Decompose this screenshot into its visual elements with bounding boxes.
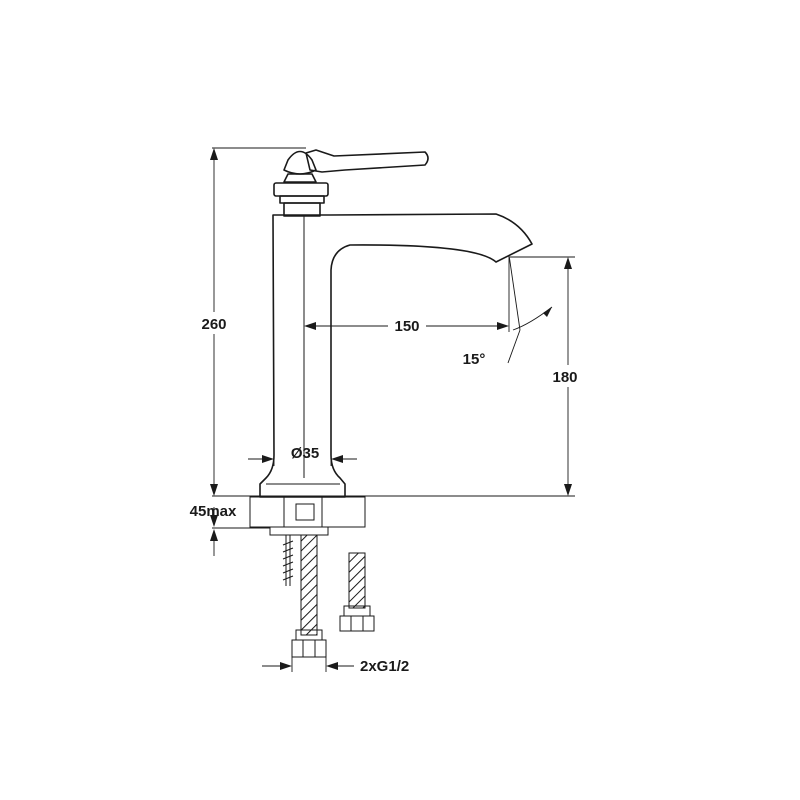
dimension-connection: 2xG1/2: [262, 657, 409, 675]
dimension-counter-thickness: 45max: [190, 503, 270, 556]
dimension-spout-height: 180: [510, 256, 586, 496]
countertop: [249, 496, 366, 528]
lever-handle: [273, 149, 429, 217]
spout-angle-label: 15°: [463, 351, 486, 368]
counter-thickness-label: 45max: [190, 503, 237, 520]
spout-height-label: 180: [552, 369, 577, 386]
dimension-spout-angle: 15°: [463, 254, 553, 368]
total-height-label: 260: [201, 316, 226, 333]
supply-hose-right: [339, 552, 375, 632]
dimension-spout-reach: 150: [304, 255, 510, 336]
dimension-body-diameter: Ø35: [248, 445, 357, 466]
dimension-total-height: 260: [196, 147, 575, 497]
body-diameter-label: Ø35: [291, 445, 319, 462]
mounting-assembly: [269, 496, 329, 586]
connection-label: 2xG1/2: [360, 658, 409, 675]
spout-reach-label: 150: [394, 318, 419, 335]
supply-hose-left: [291, 534, 327, 658]
faucet-body: [259, 213, 533, 498]
